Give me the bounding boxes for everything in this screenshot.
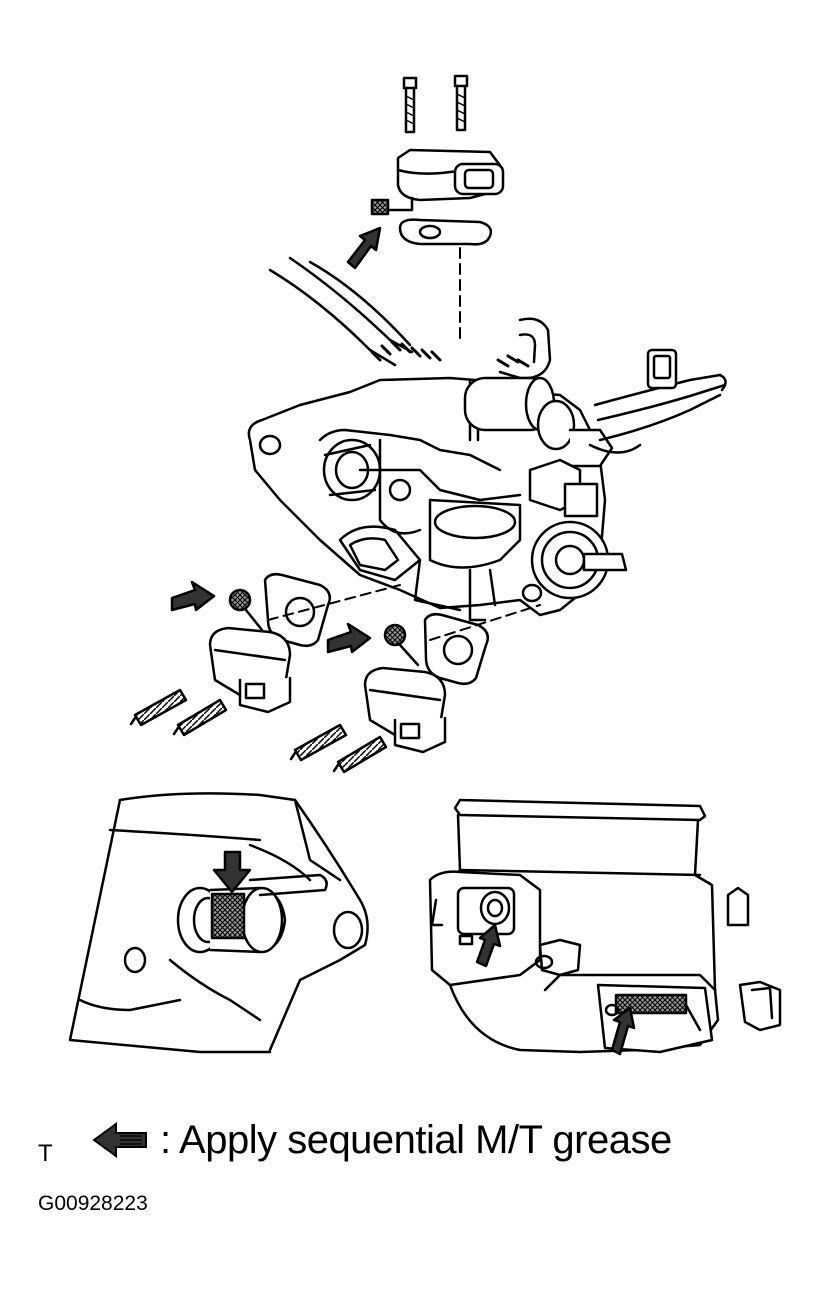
idle-air-valve-left [129,572,331,737]
coolant-hoses [268,256,552,380]
sensor-gasket [398,218,493,246]
throttle-position-sensor [370,148,505,216]
throttle-body [247,376,628,622]
grease-arrow-top [346,226,382,270]
alignment-line-right [429,604,541,641]
top-bolts [402,74,469,134]
legend-text: : Apply sequential M/T grease [160,1118,672,1162]
detail-view-right [428,798,782,1056]
alignment-line-left [267,584,401,621]
legend-prefix: T [38,1140,53,1167]
wire-harness-right [588,348,727,454]
idle-air-valve-right [289,612,489,774]
figure-code: G00928223 [38,1192,148,1215]
detail-view-left [68,792,369,1054]
grease-arrow-icon [92,1122,147,1158]
